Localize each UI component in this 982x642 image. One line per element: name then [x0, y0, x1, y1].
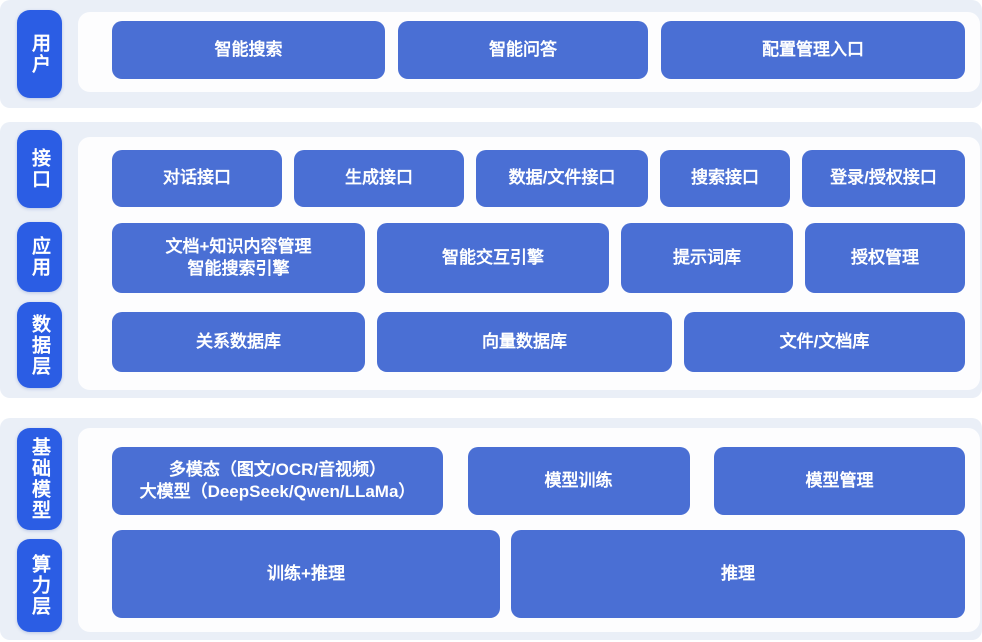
- block-label: 文件/文档库: [779, 331, 870, 351]
- block-data-file-api: 数据/文件接口: [476, 150, 648, 207]
- layer-section-bottom: 基础模型 算力层 多模态（图文/OCR/音视频） 大模型（DeepSeek/Qw…: [0, 418, 982, 640]
- row-applications: 文档+知识内容管理 智能搜索引擎 智能交互引擎 提示词库 授权管理: [112, 223, 965, 293]
- block-label-line2: 智能搜索引擎: [187, 259, 290, 278]
- panel-middle: 对话接口 生成接口 数据/文件接口 搜索接口 登录/授权接口 文档+知识内容管理…: [78, 137, 980, 390]
- block-vector-database: 向量数据库: [377, 312, 672, 372]
- layer-label-application: 应用: [17, 222, 62, 292]
- block-label: 授权管理: [851, 247, 919, 267]
- block-label: 训练+推理: [267, 563, 345, 583]
- block-label: 模型管理: [805, 470, 874, 490]
- layer-label-interface: 接口: [17, 130, 62, 208]
- block-label: 生成接口: [345, 168, 413, 188]
- block-label: 向量数据库: [482, 331, 567, 351]
- block-authorization-management: 授权管理: [805, 223, 965, 293]
- layer-label-interface-text: 接口: [29, 148, 50, 190]
- block-label: 配置管理入口: [762, 39, 864, 59]
- layer-label-foundation-model-text: 基础模型: [29, 437, 50, 521]
- block-login-auth-api: 登录/授权接口: [802, 150, 965, 207]
- block-label-line2: 大模型（DeepSeek/Qwen/LLaMa）: [139, 482, 416, 501]
- layer-label-user: 用户: [17, 10, 62, 98]
- block-training-plus-inference: 训练+推理: [112, 530, 500, 618]
- block-label: 登录/授权接口: [830, 168, 937, 188]
- block-intelligent-search: 智能搜索: [112, 21, 385, 79]
- block-label: 智能交互引擎: [442, 247, 544, 267]
- layer-label-application-text: 应用: [29, 236, 50, 278]
- block-multimodal-llm: 多模态（图文/OCR/音视频） 大模型（DeepSeek/Qwen/LLaMa）: [112, 447, 443, 515]
- block-config-management-entry: 配置管理入口: [661, 21, 965, 79]
- block-intelligent-qa: 智能问答: [398, 21, 648, 79]
- row-foundation-models: 多模态（图文/OCR/音视频） 大模型（DeepSeek/Qwen/LLaMa）…: [112, 447, 965, 515]
- block-label: 推理: [721, 563, 755, 583]
- block-prompt-library: 提示词库: [621, 223, 793, 293]
- block-label-line1: 多模态（图文/OCR/音视频）: [168, 459, 387, 479]
- block-label: 数据/文件接口: [508, 168, 616, 188]
- block-label: 关系数据库: [196, 331, 281, 351]
- block-intelligent-interaction-engine: 智能交互引擎: [377, 223, 609, 293]
- block-label: 智能搜索: [214, 39, 283, 59]
- block-label: 模型训练: [544, 470, 613, 490]
- panel-bottom: 多模态（图文/OCR/音视频） 大模型（DeepSeek/Qwen/LLaMa）…: [78, 428, 980, 632]
- block-model-training: 模型训练: [467, 447, 690, 515]
- block-label: 对话接口: [163, 168, 231, 188]
- layer-label-data-layer-text: 数据层: [29, 313, 50, 377]
- layer-label-compute-layer: 算力层: [17, 539, 62, 632]
- block-file-document-store: 文件/文档库: [684, 312, 965, 372]
- block-relational-database: 关系数据库: [112, 312, 365, 372]
- block-dialogue-api: 对话接口: [112, 150, 282, 207]
- layer-label-compute-layer-text: 算力层: [29, 554, 50, 617]
- block-doc-knowledge-search-engine: 文档+知识内容管理 智能搜索引擎: [112, 223, 365, 293]
- row-compute: 训练+推理 推理: [112, 530, 965, 618]
- block-model-management: 模型管理: [714, 447, 965, 515]
- block-generation-api: 生成接口: [294, 150, 464, 207]
- row-interfaces: 对话接口 生成接口 数据/文件接口 搜索接口 登录/授权接口: [112, 150, 965, 207]
- block-inference: 推理: [511, 530, 965, 618]
- block-label: 搜索接口: [691, 168, 759, 188]
- block-label-line1: 文档+知识内容管理: [165, 236, 312, 256]
- block-label: 智能问答: [489, 39, 557, 59]
- layer-label-user-text: 用户: [29, 33, 50, 75]
- block-search-api: 搜索接口: [660, 150, 790, 207]
- layer-section-middle: 接口 应用 数据层 对话接口 生成接口 数据/文件接口 搜索接口 登录/授权接口: [0, 122, 982, 398]
- panel-user: 智能搜索 智能问答 配置管理入口: [78, 12, 980, 92]
- layer-label-foundation-model: 基础模型: [17, 428, 62, 530]
- block-label: 提示词库: [673, 247, 741, 267]
- layer-label-data-layer: 数据层: [17, 302, 62, 388]
- row-user-entries: 智能搜索 智能问答 配置管理入口: [112, 21, 965, 79]
- row-data-stores: 关系数据库 向量数据库 文件/文档库: [112, 312, 965, 372]
- layer-section-user: 用户 智能搜索 智能问答 配置管理入口: [0, 0, 982, 108]
